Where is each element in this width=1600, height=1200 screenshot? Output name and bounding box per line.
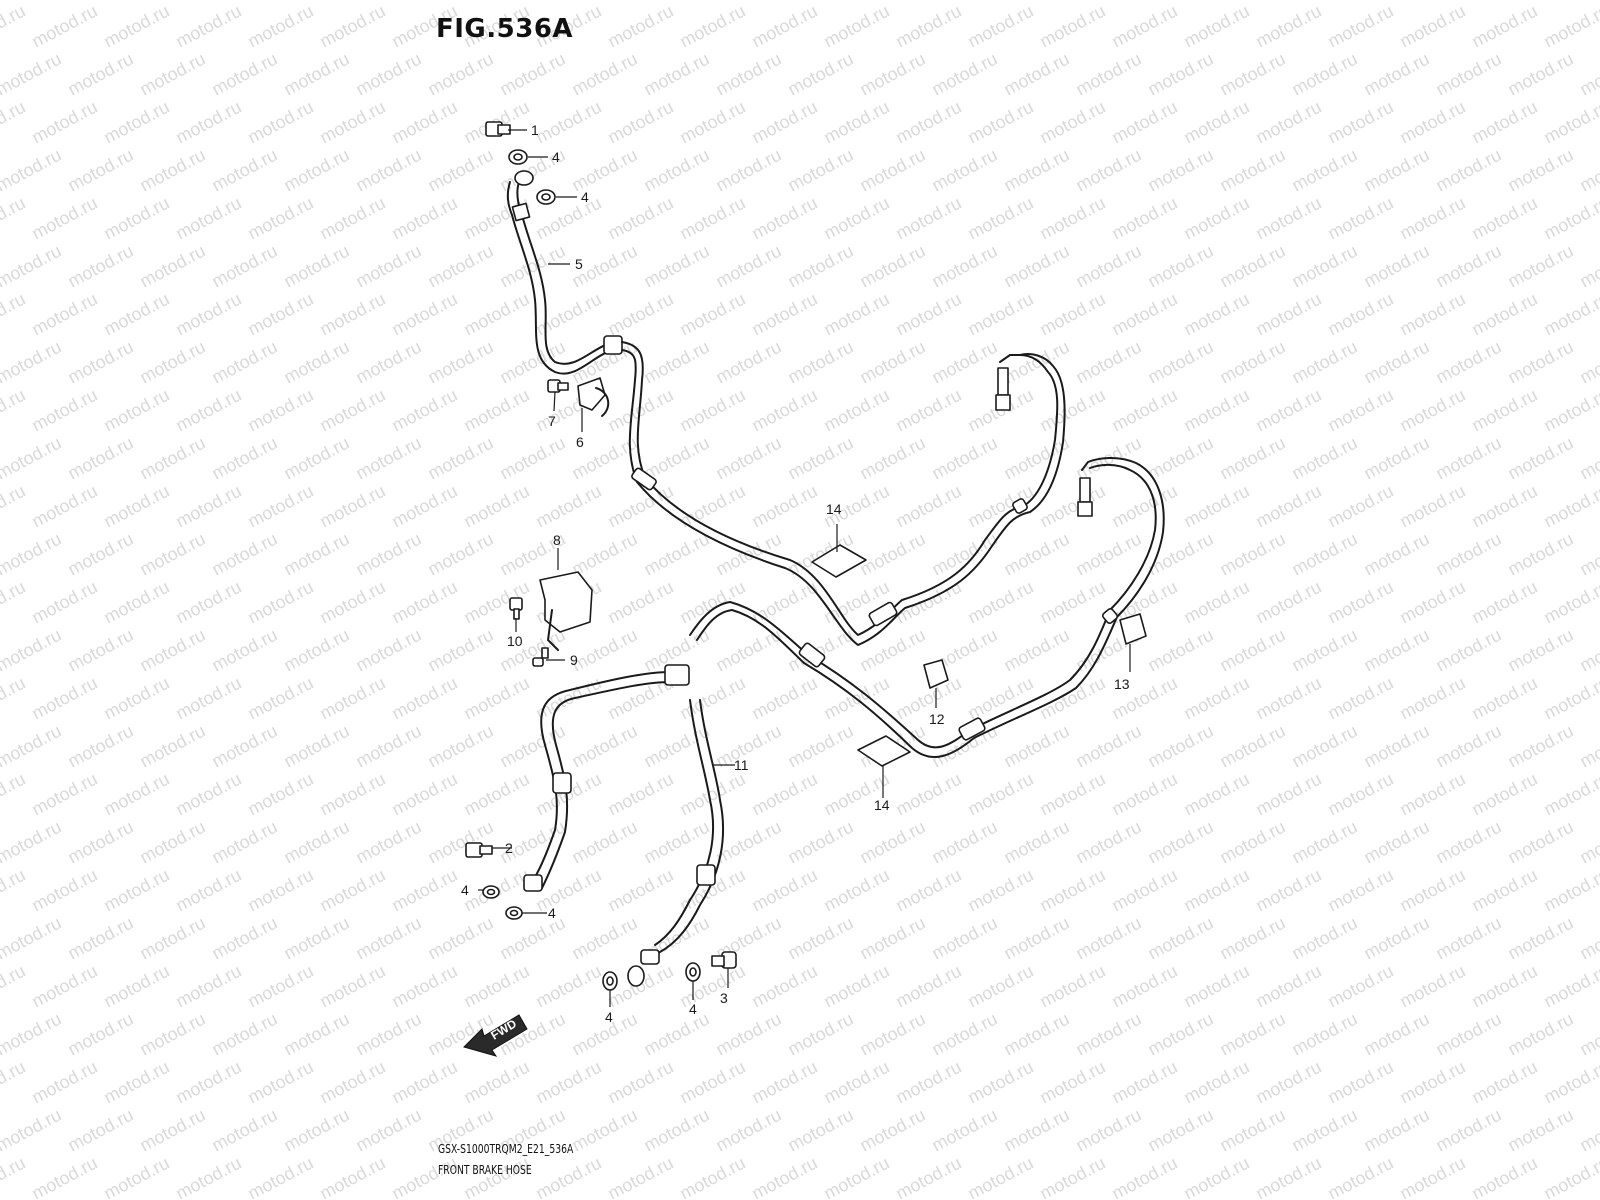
callout-12: 12 — [929, 711, 945, 727]
callout-14: 14 — [826, 501, 842, 517]
watermark-text: motod.ru — [1576, 0, 1600, 4]
callout-4: 4 — [552, 149, 560, 165]
banjo-bolt-3 — [711, 951, 737, 969]
callout-2: 2 — [505, 840, 513, 856]
brake-pipe-right — [689, 457, 1165, 758]
figure-title: FIG.536A — [436, 14, 574, 44]
callout-9: 9 — [570, 652, 578, 668]
callout-1: 1 — [531, 122, 539, 138]
callout-4: 4 — [548, 905, 556, 921]
washer-4e — [602, 971, 618, 991]
callout-4: 4 — [689, 1001, 697, 1017]
callout-8: 8 — [553, 532, 561, 548]
callout-4: 4 — [605, 1009, 613, 1025]
callout-10: 10 — [507, 633, 523, 649]
section-name: FRONT BRAKE HOSE — [438, 1162, 532, 1177]
banjo-fitting-lower — [627, 965, 645, 987]
callout-4: 4 — [581, 189, 589, 205]
brake-pipe-left — [621, 341, 1066, 646]
clamp-13 — [1119, 613, 1147, 645]
bolt-7 — [547, 379, 569, 393]
model-code: GSX-S1000TRQM2_E21_536A — [438, 1141, 574, 1156]
washer-4b — [536, 189, 556, 205]
clamp-12 — [923, 659, 949, 689]
callout-6: 6 — [576, 434, 584, 450]
bolt-9 — [532, 647, 549, 667]
washer-4f — [685, 962, 701, 982]
callout-3: 3 — [720, 990, 728, 1006]
callout-5: 5 — [575, 256, 583, 272]
callout-13: 13 — [1114, 676, 1130, 692]
bolt-10 — [509, 597, 523, 620]
washer-4c — [482, 885, 500, 899]
bracket-8 — [539, 571, 593, 651]
callout-11: 11 — [734, 757, 749, 773]
banjo-bolt-1 — [485, 121, 511, 137]
washer-4a — [508, 149, 528, 165]
callout-14: 14 — [874, 797, 890, 813]
forward-arrow-icon: FWD — [463, 1014, 528, 1057]
callout-7: 7 — [548, 413, 556, 429]
label-14a — [811, 544, 867, 578]
callout-4: 4 — [461, 882, 469, 898]
washer-4d — [505, 906, 523, 920]
brake-hose-upper — [506, 170, 623, 375]
banjo-bolt-2 — [465, 842, 493, 858]
label-14b — [857, 735, 911, 767]
